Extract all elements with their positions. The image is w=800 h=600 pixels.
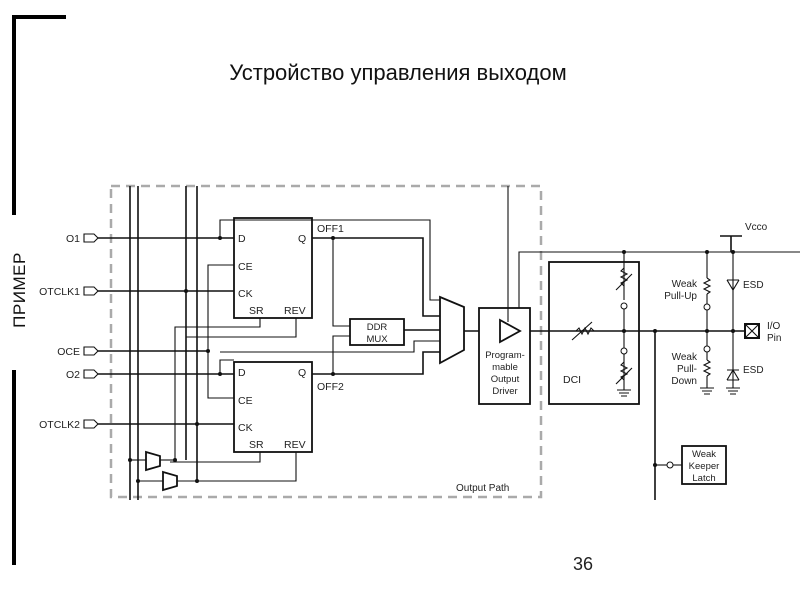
svg-text:SR: SR xyxy=(249,439,264,451)
esd-label-top: ESD xyxy=(743,280,764,291)
off1-label: OFF1 xyxy=(317,223,344,235)
pad-icon xyxy=(83,419,99,429)
input-pad-o1: O1 xyxy=(66,233,99,245)
weak-pull-up: Weak Pull-Up xyxy=(664,250,712,331)
svg-text:CK: CK xyxy=(238,422,253,434)
datapath-wires xyxy=(220,236,440,376)
resistor-icon xyxy=(702,277,712,295)
flipflop-2: D Q CE CK SR REV OFF2 xyxy=(233,361,344,453)
clock-mux-1 xyxy=(128,450,177,472)
diode-icon xyxy=(726,369,740,381)
input-pad-otclk2: OTCLK2 xyxy=(39,419,99,431)
svg-text:I/O: I/O xyxy=(767,321,781,332)
svg-text:Weak: Weak xyxy=(672,279,698,290)
resistor-icon xyxy=(702,359,712,377)
output-path-label: Output Path xyxy=(456,483,509,494)
input-pad-oce: OCE xyxy=(57,346,99,358)
ground-icon xyxy=(700,387,714,395)
input-label-oce: OCE xyxy=(57,346,80,358)
slide-title: Устройство управления выходом xyxy=(0,60,800,86)
slide-title-text: Устройство управления выходом xyxy=(229,60,567,85)
flipflop-1: D Q CE CK SR REV OFF1 xyxy=(233,217,344,319)
weak-keeper-latch: Weak Keeper Latch xyxy=(653,445,727,485)
page-number: 36 xyxy=(573,554,594,574)
svg-text:Driver: Driver xyxy=(492,386,517,397)
output-path-boundary xyxy=(109,184,543,499)
svg-text:MUX: MUX xyxy=(366,334,388,345)
svg-text:REV: REV xyxy=(284,305,306,317)
input-pad-otclk1: OTCLK1 xyxy=(39,286,99,298)
svg-text:Q: Q xyxy=(298,367,306,379)
svg-text:Weak: Weak xyxy=(692,449,716,460)
pad-icon xyxy=(83,346,99,356)
svg-text:Q: Q xyxy=(298,233,306,245)
esd-label-bottom: ESD xyxy=(743,365,764,376)
pin-cross-icon xyxy=(744,323,760,339)
variable-resistor-icon xyxy=(619,361,629,381)
svg-text:Down: Down xyxy=(671,376,697,387)
input-label-otclk1: OTCLK1 xyxy=(39,286,80,298)
dci-block: DCI xyxy=(548,250,640,405)
slide-bracket-left-bottom xyxy=(12,370,16,565)
esd-diodes: ESD ESD xyxy=(726,250,764,395)
output-mux xyxy=(439,295,465,365)
svg-text:Weak: Weak xyxy=(672,352,698,363)
input-label-o2: O2 xyxy=(66,369,80,381)
svg-text:Program-: Program- xyxy=(485,350,525,361)
svg-text:CE: CE xyxy=(238,395,253,407)
input-label-o1: O1 xyxy=(66,233,80,245)
slide-bracket-top xyxy=(12,15,66,19)
vertical-buses xyxy=(129,186,198,500)
flipflop-control-wires xyxy=(170,219,440,482)
svg-text:Pull-Up: Pull-Up xyxy=(664,291,697,302)
svg-text:D: D xyxy=(238,367,246,379)
slide-bracket-left-top xyxy=(12,15,16,215)
pad-icon xyxy=(83,286,99,296)
buffer-triangle-icon xyxy=(499,318,522,344)
io-pin: I/O Pin xyxy=(744,321,781,344)
svg-text:CE: CE xyxy=(238,261,253,273)
ground-icon xyxy=(617,389,631,397)
svg-text:DDR: DDR xyxy=(367,322,388,333)
input-wires xyxy=(98,236,234,426)
input-label-otclk2: OTCLK2 xyxy=(39,419,80,431)
input-pad-o2: O2 xyxy=(66,369,99,381)
ground-icon xyxy=(726,387,740,395)
programmable-output-driver: Program- mable Output Driver xyxy=(478,307,531,405)
svg-text:CK: CK xyxy=(238,288,253,300)
variable-resistor-icon xyxy=(619,267,629,287)
svg-text:Pin: Pin xyxy=(767,333,781,344)
svg-text:SR: SR xyxy=(249,305,264,317)
svg-text:Output: Output xyxy=(491,374,520,385)
off2-label: OFF2 xyxy=(317,381,344,393)
vcco-supply: Vcco xyxy=(720,222,768,252)
svg-text:REV: REV xyxy=(284,439,306,451)
ddr-mux: DDR MUX xyxy=(349,318,405,346)
weak-pull-down: Weak Pull- Down xyxy=(671,329,714,395)
pad-icon xyxy=(83,233,99,243)
diode-icon xyxy=(726,279,740,292)
svg-text:DCI: DCI xyxy=(563,374,581,386)
svg-text:Latch: Latch xyxy=(692,473,715,484)
vcco-label: Vcco xyxy=(745,222,768,233)
clock-mux-2 xyxy=(136,470,199,492)
pad-icon xyxy=(83,369,99,379)
svg-text:Keeper: Keeper xyxy=(689,461,720,472)
svg-text:mable: mable xyxy=(492,362,518,373)
svg-text:D: D xyxy=(238,233,246,245)
svg-text:Pull-: Pull- xyxy=(677,364,697,375)
